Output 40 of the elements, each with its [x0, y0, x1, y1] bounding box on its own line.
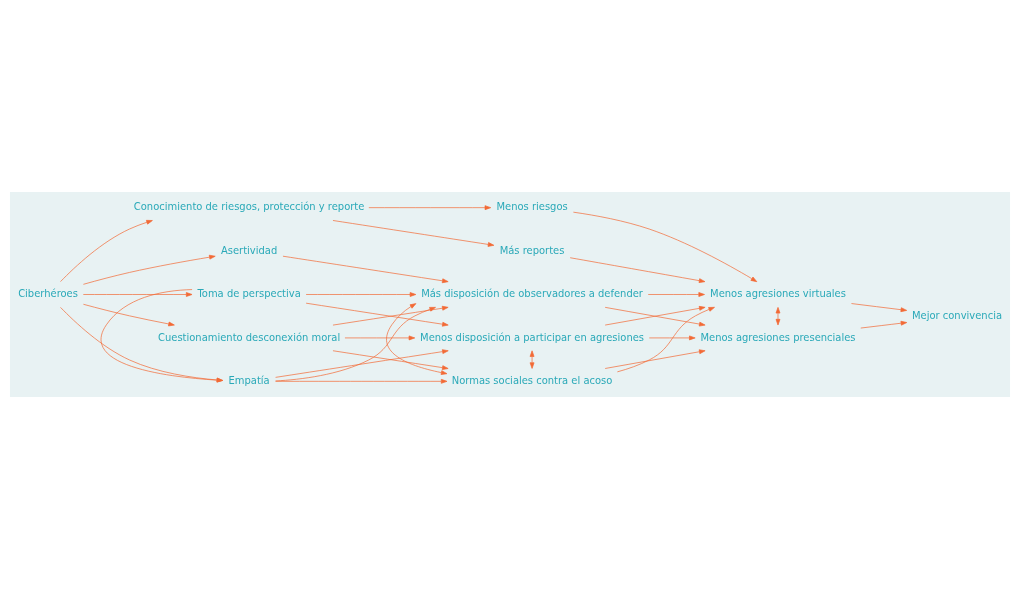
arrow: [275, 349, 449, 378]
node-text: Menos agresiones virtuales: [710, 288, 846, 300]
arrow: [851, 303, 908, 313]
node-text: Menos riesgos: [496, 201, 568, 213]
arrow: [305, 302, 449, 327]
node-text: Empatía: [228, 374, 270, 386]
node-text: Toma de perspectiva: [197, 288, 301, 300]
node-text: Ciberhéroes: [18, 288, 78, 300]
node-text: Más disposición de observadores a defender: [421, 288, 643, 300]
arrow: [647, 292, 705, 297]
node-text: Menos disposición a participar en agresiones: [420, 331, 645, 343]
arrow: [368, 205, 492, 210]
arrow: [282, 255, 449, 284]
arrow: [60, 220, 153, 282]
arrow: [101, 289, 224, 383]
node-text: Asertividad: [220, 244, 278, 256]
arrow: [83, 254, 216, 285]
arrow: [569, 257, 706, 283]
arrow: [529, 350, 535, 369]
node-text: Mejor convivencia: [912, 310, 1003, 322]
arrow: [604, 349, 706, 369]
arrow: [617, 306, 715, 373]
node-text: Menos agresiones presenciales: [700, 331, 856, 343]
node-text: Normas sociales contra el acoso: [451, 374, 613, 386]
node-text: Más reportes: [499, 244, 565, 256]
arrow: [860, 320, 908, 329]
arrow: [332, 350, 449, 370]
arrow: [305, 292, 417, 297]
arrow: [275, 379, 448, 384]
arrow: [775, 307, 781, 326]
arrow: [344, 335, 416, 341]
node-text: Cuestionamiento desconexión moral: [158, 331, 341, 343]
arrow: [648, 335, 696, 341]
arrow: [60, 307, 224, 383]
arrow: [82, 292, 193, 297]
arrow: [83, 303, 175, 327]
arrow: [332, 220, 495, 247]
node-text: Conocimiento de riesgos, protección y reporte: [133, 201, 365, 213]
arrow: [386, 303, 448, 375]
arrow: [573, 211, 758, 282]
